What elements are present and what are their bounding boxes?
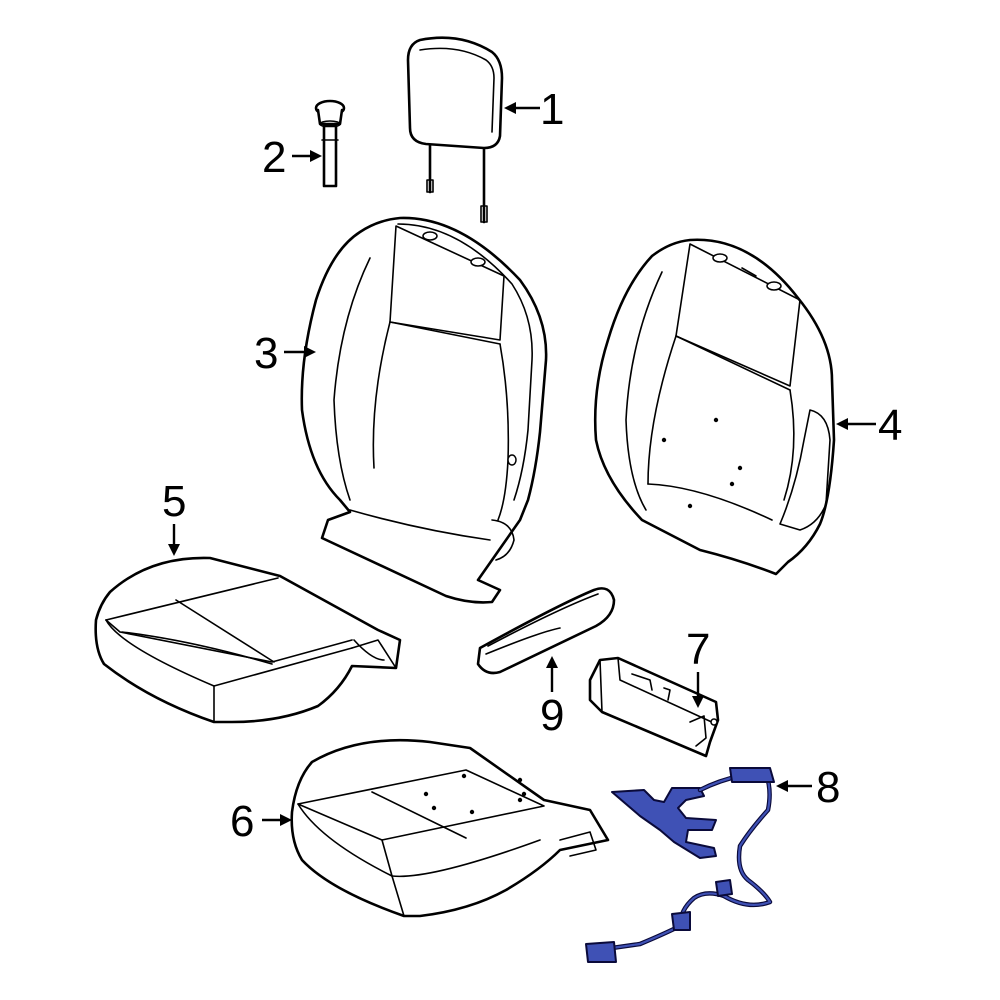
part-armrest-bracket [588, 656, 720, 758]
callout-8: 8 [816, 763, 840, 812]
callout-3: 3 [254, 329, 278, 378]
callout-6: 6 [230, 797, 254, 846]
part-seat-cushion-pad [290, 738, 610, 918]
part-headrest [406, 36, 504, 224]
part-seat-heater [585, 767, 775, 963]
part-seat-cushion-cover [94, 556, 402, 724]
callout-7: 7 [686, 625, 710, 674]
part-headrest-guide [314, 99, 346, 188]
part-armrest [476, 587, 616, 675]
callout-5: 5 [162, 477, 186, 526]
callout-9: 9 [540, 691, 564, 740]
part-seat-back-pad [593, 238, 836, 576]
callout-labels: 1 2 3 4 5 6 7 8 9 [162, 85, 902, 846]
callout-4: 4 [878, 401, 902, 450]
callout-2: 2 [262, 133, 286, 182]
callout-1: 1 [540, 85, 564, 134]
part-seat-back-cover [300, 216, 548, 604]
leader-lines [168, 102, 876, 826]
